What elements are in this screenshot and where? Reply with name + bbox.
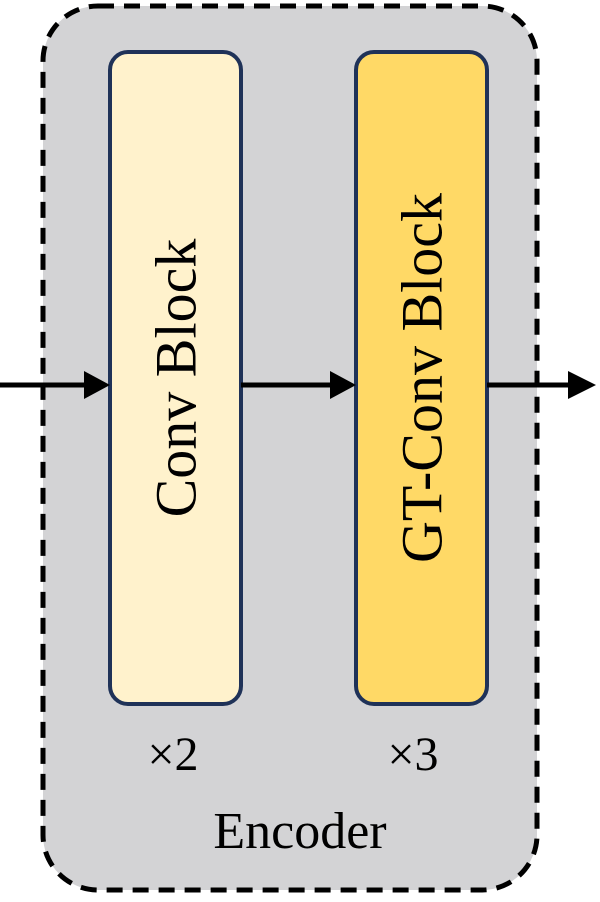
gt-conv-block-multiplier: ×3 xyxy=(387,728,438,781)
connector-arrow xyxy=(241,371,356,399)
output-arrow xyxy=(487,371,596,399)
input-arrow xyxy=(0,371,110,399)
encoder-label: Encoder xyxy=(213,803,386,860)
conv-block-multiplier: ×2 xyxy=(147,728,198,781)
conv-block xyxy=(108,50,243,706)
conv-block-label: Conv Block xyxy=(144,239,209,518)
gt-conv-block xyxy=(354,50,489,706)
gt-conv-block-label: GT-Conv Block xyxy=(390,193,455,563)
